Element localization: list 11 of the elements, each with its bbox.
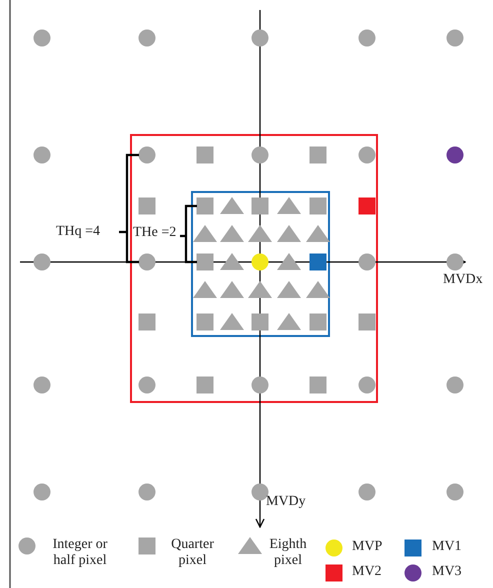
legend-label: Quarter pixel bbox=[170, 537, 215, 569]
legend-label: MVP bbox=[352, 539, 384, 555]
threshold-label: THq =4 bbox=[56, 224, 100, 240]
legend-label: MV3 bbox=[432, 564, 463, 580]
legend-label: MV2 bbox=[352, 564, 383, 580]
legend-label: Eighth pixel bbox=[268, 537, 308, 569]
threshold-label: THe =2 bbox=[133, 225, 176, 241]
axis-label: MVDx bbox=[443, 272, 483, 288]
legend-label: MV1 bbox=[432, 539, 463, 555]
legend-label: Integer or half pixel bbox=[52, 537, 108, 569]
axis-label: MVDy bbox=[266, 494, 306, 510]
